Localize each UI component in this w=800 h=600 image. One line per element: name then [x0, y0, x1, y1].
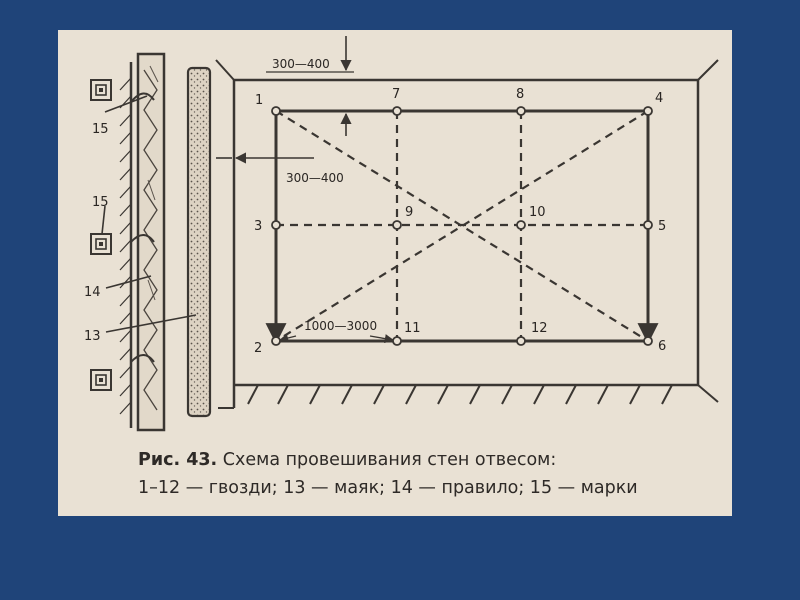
floor-hatching	[247, 384, 673, 405]
dimension-marks	[216, 36, 394, 344]
label-1: 1	[255, 93, 263, 108]
label-5: 5	[658, 219, 666, 234]
nail-2	[271, 336, 281, 346]
caption-figure-number: Рис. 43.	[138, 450, 218, 470]
dim-side-offset: 300—400	[286, 171, 344, 185]
nail-connectors	[130, 92, 155, 363]
label-7: 7	[392, 87, 400, 102]
nail-3	[271, 220, 281, 230]
label-15-top: 15	[92, 122, 109, 137]
label-11: 11	[404, 321, 421, 336]
nail-11	[392, 336, 402, 346]
nail-10	[516, 220, 526, 230]
caption-legend: 1–12 — гвозди; 13 — маяк; 14 — правило; …	[138, 478, 638, 498]
mark-squares	[90, 79, 112, 391]
room-walls	[215, 59, 719, 409]
leader-lines	[101, 95, 197, 333]
label-2: 2	[254, 341, 262, 356]
mark-square-bottom	[90, 369, 112, 391]
nail-5	[643, 220, 653, 230]
label-4: 4	[655, 91, 663, 106]
figure-caption: Рис. 43. Схема провешивания стен отвесом…	[138, 448, 718, 500]
label-3: 3	[254, 219, 262, 234]
figure-scan: 1 7 8 4 3 9 10 5 2 11 12 6 15 15 14 13 3…	[58, 30, 732, 516]
nail-4	[643, 106, 653, 116]
label-15-middle: 15	[92, 195, 109, 210]
nail-frame	[265, 109, 659, 345]
nail-points	[271, 106, 653, 346]
nail-9	[392, 220, 402, 230]
dim-top-offset: 300—400	[272, 57, 330, 71]
label-13: 13	[84, 329, 101, 344]
nail-6	[643, 336, 653, 346]
caption-title: Схема провешивания стен отвесом:	[222, 450, 557, 470]
nail-7	[392, 106, 402, 116]
left-wall-section	[119, 62, 133, 428]
nail-12	[516, 336, 526, 346]
label-6: 6	[658, 339, 666, 354]
dim-spacing: 1000—3000	[304, 319, 377, 333]
label-9: 9	[405, 205, 413, 220]
mark-square-top	[90, 79, 112, 101]
rule-board	[136, 52, 166, 432]
nail-1	[271, 106, 281, 116]
point-labels: 1 7 8 4 3 9 10 5 2 11 12 6 15 15 14 13	[84, 87, 666, 356]
label-14: 14	[84, 285, 101, 300]
label-12: 12	[531, 321, 548, 336]
beacon-strip	[186, 66, 212, 418]
label-8: 8	[516, 87, 524, 102]
dashed-plumb-lines	[275, 110, 649, 342]
label-10: 10	[529, 205, 546, 220]
dimension-labels: 300—400 300—400 1000—3000	[272, 57, 377, 333]
caption-title-line: Рис. 43. Схема провешивания стен отвесом…	[138, 448, 718, 472]
nail-8	[516, 106, 526, 116]
mark-square-middle	[90, 233, 112, 255]
plumb-scheme-diagram: 1 7 8 4 3 9 10 5 2 11 12 6 15 15 14 13 3…	[84, 36, 719, 432]
